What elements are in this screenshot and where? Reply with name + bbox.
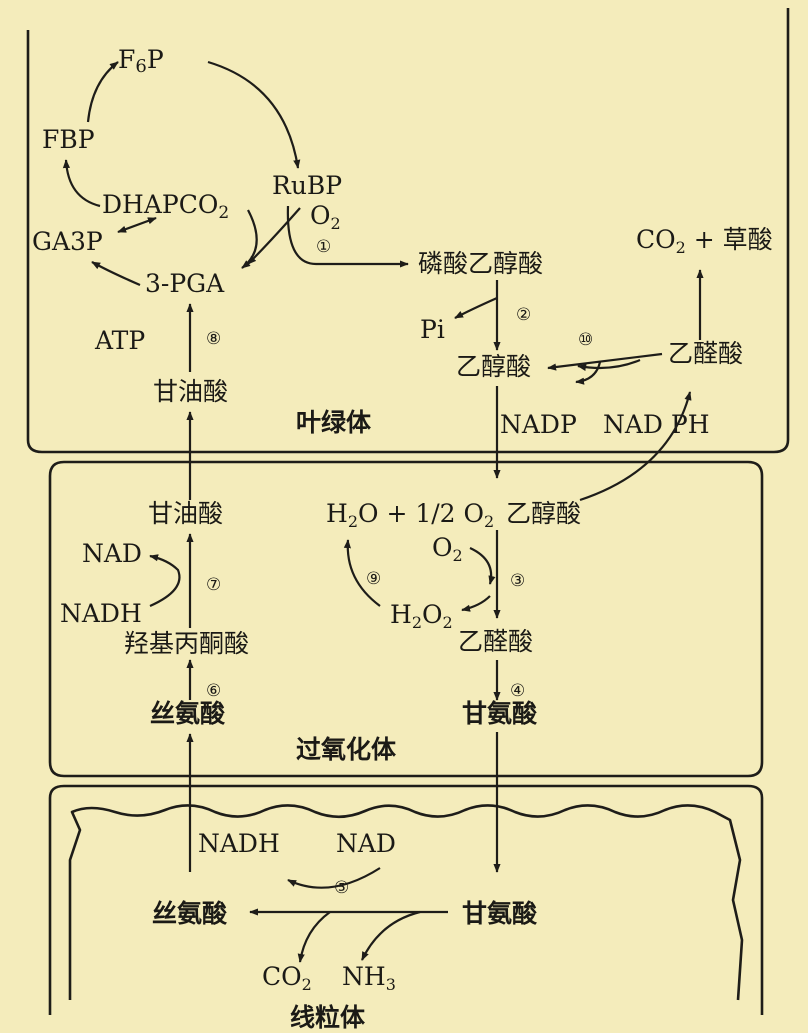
arrow-dhap-ga3p (117, 216, 157, 234)
o2-peroxisome-label: O2 (432, 533, 463, 565)
nadh-mitochondrion-label: NADH (198, 829, 280, 858)
step-5-label: ⑤ (334, 878, 349, 898)
glycine-peroxisome-label: 甘氨酸 (462, 699, 538, 728)
arrow-nh3-release (361, 910, 421, 961)
nadh-peroxisome-label: NADH (60, 599, 142, 628)
peroxisome-label: 过氧化体 (296, 735, 397, 764)
atp-label: ATP (94, 326, 145, 355)
glycolate-peroxisome-label: 乙醇酸 (506, 499, 581, 528)
arrow-nadph-in (575, 361, 602, 385)
arrow-nad-to-nadh (287, 867, 381, 889)
pi-label: Pi (420, 315, 445, 344)
mitochondrion-label: 线粒体 (290, 1003, 366, 1032)
serine-peroxisome-label: 丝氨酸 (150, 699, 226, 728)
serine-mitochondrion-label: 丝氨酸 (152, 899, 228, 928)
nadph-label: NAD PH (603, 410, 710, 439)
step-2-label: ② (516, 305, 531, 325)
arrow-glyoxylate-import (579, 391, 692, 502)
h2o-half-o2-label: H2O + 1/2 O2 (326, 499, 494, 531)
3pga-label: 3-PGA (145, 269, 225, 298)
step-6-label: ⑥ (206, 681, 221, 701)
h2o2-label: H2O2 (390, 600, 453, 632)
step-10-label: ⑩ (578, 330, 593, 350)
rubp-label: RuBP (272, 171, 342, 200)
glyoxylate-chloroplast-label: 乙醛酸 (668, 339, 743, 368)
glycine-mitochondrion-label: 甘氨酸 (462, 899, 538, 928)
glycerate-peroxisome-label: 甘油酸 (148, 499, 223, 528)
co2-oxalate-label: CO2 + 草酸 (636, 225, 773, 257)
o2-chloroplast-label: O2 (310, 201, 341, 233)
arrow-h2o2-out (461, 595, 491, 612)
arrow-dhap-to-fbp (62, 159, 101, 208)
ga3p-label: GA3P (32, 227, 103, 256)
nad-peroxisome-label: NAD (82, 539, 142, 568)
step-8-label: ⑧ (206, 329, 221, 349)
f6p-label: F6P (118, 45, 164, 77)
step-1-label: ① (316, 237, 331, 257)
chloroplast-membrane (26, 8, 790, 454)
chloroplast-label: 叶绿体 (296, 408, 372, 437)
mitochondrion-inner-membrane (68, 804, 744, 1001)
arrow-pi-release (454, 296, 498, 319)
arrow-rubp-o2-to-phosphoglycolate (286, 205, 409, 268)
arrow-f6p-from-fbp (86, 61, 119, 123)
co2-mitochondrion-label: CO2 (262, 962, 312, 994)
step-9-label: ⑨ (366, 569, 381, 589)
arrow-glyoxylate-to-glycolate (547, 352, 663, 371)
arrow-f6p-to-rubp (207, 60, 301, 169)
hydroxypyruvate-label: 羟基丙酮酸 (124, 629, 249, 658)
fbp-label: FBP (42, 125, 95, 154)
arrow-co2-release (297, 911, 331, 963)
arrow-h2o2-to-h2o (343, 539, 381, 607)
arrow-nadh-nad (149, 554, 181, 608)
glycolate-chloroplast-label: 乙醇酸 (456, 352, 531, 381)
nad-mitochondrion-label: NAD (336, 829, 396, 858)
glycerate-chloroplast-label: 甘油酸 (153, 377, 228, 406)
mitochondrion-outer-membrane (48, 784, 764, 1015)
arrow-co2-to-3pga (241, 209, 258, 269)
arrow-3pga-to-ga3p (91, 261, 141, 287)
peroxisome-membrane (48, 460, 764, 778)
arrow-rubp-to-3pga (247, 207, 301, 265)
arrow-nadph-side (577, 358, 641, 371)
dhap-co2-label: DHAPCO2 (102, 190, 229, 223)
step-7-label: ⑦ (206, 575, 221, 595)
step-3-label: ③ (510, 571, 525, 591)
nh3-label: NH3 (342, 962, 396, 994)
step-4-label: ④ (510, 681, 525, 701)
arrow-o2-in (469, 547, 496, 585)
nadp-label: NADP (500, 410, 577, 439)
glyoxylate-peroxisome-label: 乙醛酸 (458, 627, 533, 656)
phosphoglycolate-label: 磷酸乙醇酸 (418, 249, 543, 278)
